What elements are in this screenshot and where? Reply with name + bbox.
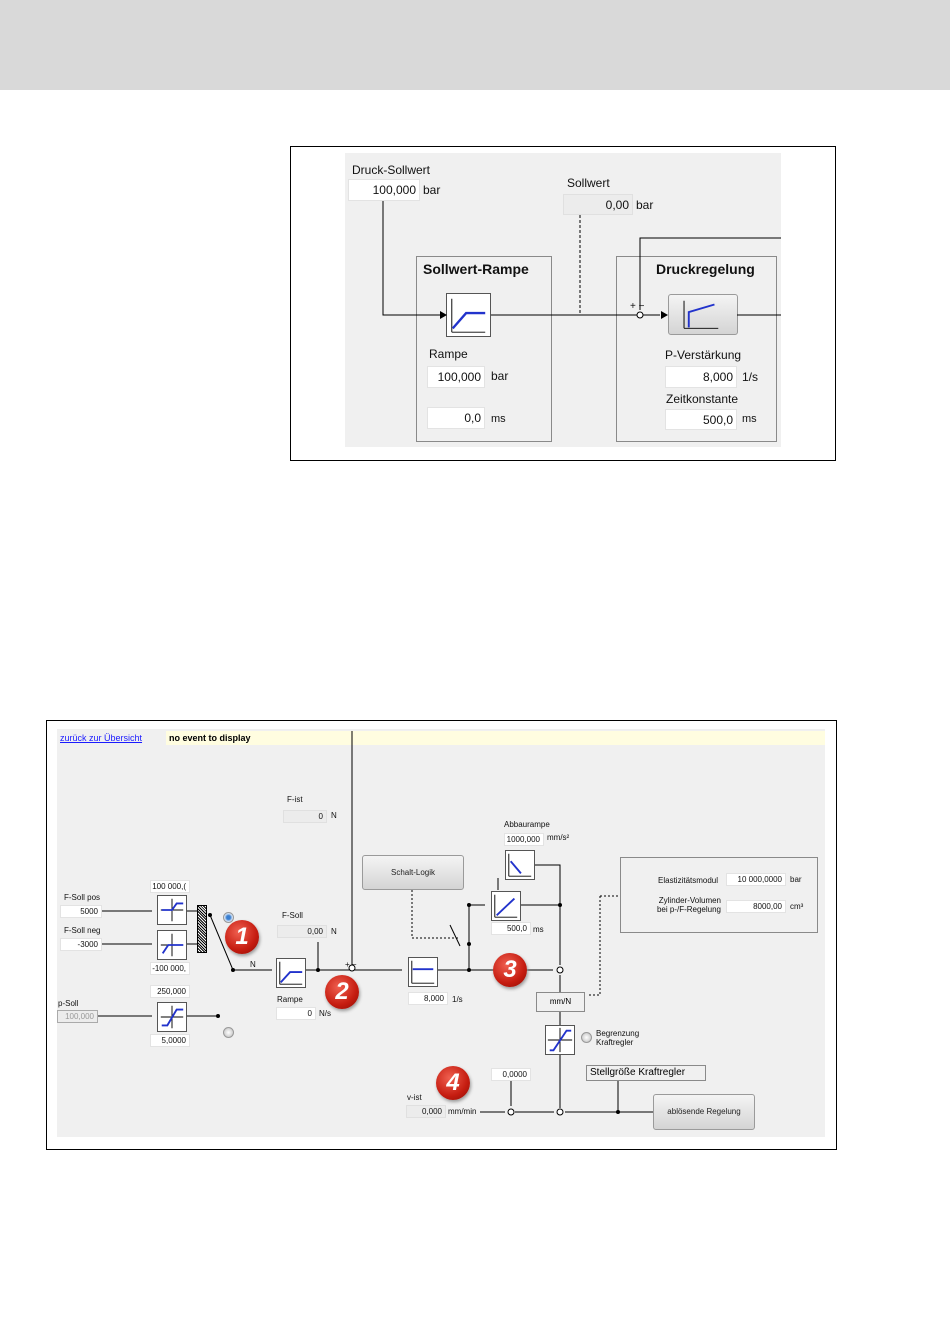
rampe-label: Rampe <box>429 347 468 361</box>
sollwert-label: Sollwert <box>567 176 610 190</box>
time-constant-input[interactable]: 500,0 <box>491 922 531 935</box>
unit-label: ms <box>533 925 544 934</box>
unit-label: N <box>331 927 337 936</box>
unit-label: N <box>250 960 256 969</box>
sum-signs: + − <box>630 301 645 312</box>
limit-max-input[interactable]: 100 000,( <box>150 880 190 893</box>
p-gain-input[interactable]: 8,000 <box>408 992 448 1005</box>
druck-sollwert-label: Druck-Sollwert <box>352 163 431 177</box>
pi-controller-icon <box>683 300 719 329</box>
f-soll-pos-input[interactable]: 5000 <box>60 905 102 918</box>
unit-label: bar <box>423 183 441 197</box>
f-soll-label: F-Soll <box>282 911 303 920</box>
v-ist-display: 0,000 <box>406 1105 446 1118</box>
f-soll-neg-label: F-Soll neg <box>64 926 101 935</box>
zylinder-volumen-input[interactable]: 8000,00 <box>726 900 786 913</box>
unit-label: N <box>331 811 337 820</box>
f-soll-display: 0,00 <box>277 925 327 938</box>
positive-limiter-icon <box>157 895 187 925</box>
f-ist-label: F-ist <box>287 795 303 804</box>
sollwert-rampe-title: Sollwert-Rampe <box>423 261 529 277</box>
rampe-label: Rampe <box>277 995 303 1004</box>
pi-controller-button[interactable] <box>668 294 738 335</box>
abloesende-regelung-button[interactable]: ablösende Regelung <box>653 1094 755 1130</box>
unit-label: ms <box>742 413 757 425</box>
p-gain-label: P-Verstärkung <box>665 348 742 362</box>
f-soll-neg-input[interactable]: -3000 <box>60 938 102 951</box>
callout-badge-3: 3 <box>493 953 527 987</box>
unit-label: mm/s² <box>547 833 570 842</box>
callout-badge-2: 2 <box>325 975 359 1009</box>
time-constant-label: Zeitkonstante <box>666 392 739 406</box>
selector-bar-icon <box>197 905 207 953</box>
rampe-input[interactable]: 100,000 <box>427 366 485 388</box>
unit-label: bar <box>491 369 509 383</box>
druck-sollwert-input[interactable]: 100,000 <box>348 179 420 201</box>
stellgroesse-label: Stellgröße Kraftregler <box>586 1065 706 1081</box>
elastizitaetsmodul-label: Elastizitätsmodul <box>658 876 719 885</box>
unit-label: mm/min <box>448 1107 477 1116</box>
source-pressure-radio[interactable] <box>223 1027 234 1038</box>
unit-label: N/s <box>319 1009 331 1018</box>
time-constant-input[interactable]: 500,0 <box>665 409 737 430</box>
p-soll-display: 100,000 <box>57 1010 98 1023</box>
sollwert-display: 0,00 <box>563 194 633 215</box>
label-line: Kraftregler <box>596 1038 634 1047</box>
f-ist-display: 0 <box>283 810 327 823</box>
p-gain-input[interactable]: 8,000 <box>665 366 737 388</box>
elastizitaetsmodul-input[interactable]: 10 000,0000 <box>726 873 786 886</box>
ramp-block-icon <box>276 958 306 988</box>
label-line: Zylinder-Volumen <box>658 896 721 905</box>
rampe-time-input[interactable]: 0,0 <box>427 407 485 429</box>
back-to-overview-link[interactable]: zurück zur Übersicht <box>60 733 143 743</box>
callout-badge-1: 1 <box>225 920 259 954</box>
decay-ramp-icon <box>505 850 535 880</box>
schalt-logik-button[interactable]: Schalt-Logik <box>362 855 464 890</box>
limit-min-input[interactable]: -100 000, <box>150 962 190 975</box>
rampe-input[interactable]: 0 <box>276 1007 316 1020</box>
negative-limiter-icon <box>157 930 187 960</box>
unit-label: ms <box>491 413 506 425</box>
unit-label: 1/s <box>452 995 463 1004</box>
sum-signs: + − <box>345 960 357 969</box>
unit-label: cm³ <box>790 902 804 911</box>
f-soll-pos-label: F-Soll pos <box>64 893 101 902</box>
druckregelung-title: Druckregelung <box>656 261 755 277</box>
v-ist-label: v-ist <box>407 1093 422 1102</box>
p-soll-min-input[interactable]: 5,0000 <box>150 1034 190 1047</box>
abbaurampe-label: Abbaurampe <box>504 820 550 829</box>
pressure-limiter-icon <box>157 1002 187 1032</box>
output-limiter-icon <box>545 1025 575 1055</box>
label-line: bei p-/F-Regelung <box>656 905 721 914</box>
mm-per-n-block: mm/N <box>536 992 585 1012</box>
source-force-radio[interactable] <box>223 912 234 923</box>
p-soll-max-input[interactable]: 250,000 <box>150 985 190 998</box>
begrenzung-indicator <box>581 1032 592 1043</box>
unit-label: bar <box>790 875 802 884</box>
ramp-block-icon <box>446 293 491 337</box>
unit-label: 1/s <box>742 370 759 384</box>
p-soll-label: p-Soll <box>58 999 79 1008</box>
event-display: no event to display <box>166 731 825 745</box>
label-line: Begrenzung <box>596 1029 640 1038</box>
offset-input[interactable]: 0,0000 <box>491 1068 531 1081</box>
page-header-band <box>0 0 950 90</box>
callout-badge-4: 4 <box>436 1066 470 1100</box>
p-gain-block-icon <box>408 957 438 987</box>
integrator-block-icon <box>491 891 521 921</box>
abbaurampe-input[interactable]: 1000,000 <box>504 833 544 846</box>
cylinder-params-group <box>620 857 818 933</box>
unit-label: bar <box>636 198 654 212</box>
